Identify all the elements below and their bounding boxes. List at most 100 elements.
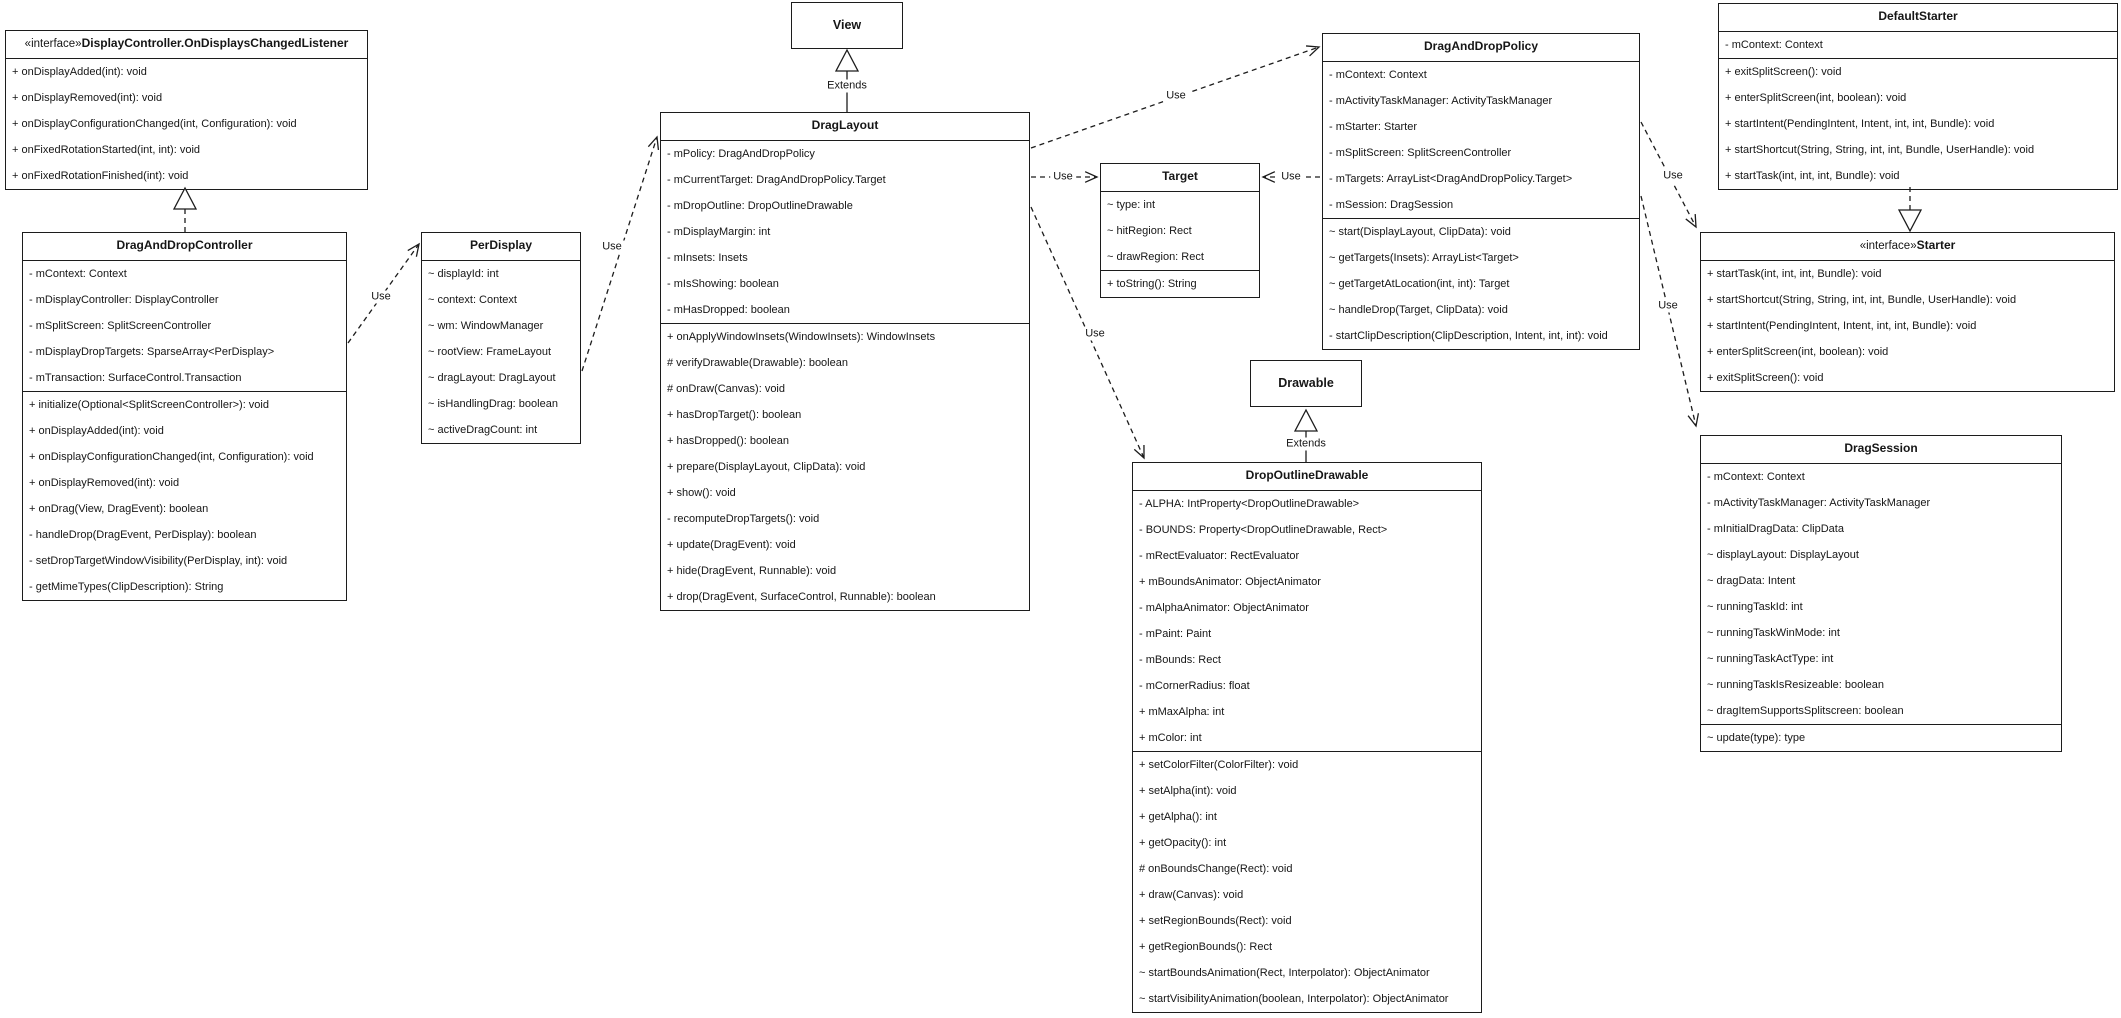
member-row: + startTask(int, int, int, Bundle): void (1725, 170, 1900, 182)
member-row: - mCurrentTarget: DragAndDropPolicy.Targ… (667, 174, 886, 186)
methods-compartment: + exitSplitScreen(): void+ enterSplitScr… (1719, 58, 2117, 189)
member-row: + hide(DragEvent, Runnable): void (667, 565, 837, 577)
methods-compartment: + setColorFilter(ColorFilter): void + set… (1133, 751, 1481, 1012)
member-row: + onDrag(View, DragEvent): boolean (29, 503, 209, 515)
member-row: - mActivityTaskManager: ActivityTaskMana… (1707, 497, 1931, 509)
open-arrowhead-icon (1133, 444, 1145, 460)
member-row: + show(): void (667, 487, 736, 499)
member-row: ~ startBoundsAnimation(Rect, Interpolato… (1139, 967, 1430, 979)
class-drag-and-drop-policy: DragAndDropPolicy- mContext: Context- mA… (1322, 33, 1640, 350)
member-row: ~ getTargets(Insets): ArrayList<Target> (1329, 252, 1519, 264)
methods-compartment: ~ displayId: int~ context: Context~ wm: … (422, 261, 580, 443)
class-title-drawable: Drawable (1251, 361, 1361, 406)
class-name: DefaultStarter (1878, 9, 1958, 23)
connector-label: Use (1050, 170, 1076, 184)
member-row: + onDisplayAdded(int): void (29, 425, 164, 437)
member-row: ~ runningTaskWinMode: int (1707, 627, 1840, 639)
connector-realize-defaultstarter-starter (1897, 187, 1923, 233)
member-row: ~ dragLayout: DragLayout (428, 372, 556, 384)
open-arrowhead-icon (1685, 213, 1697, 229)
member-row: + onDisplayRemoved(int): void (12, 92, 163, 104)
member-row: + getRegionBounds(): Rect (1139, 941, 1272, 953)
member-row: + onDisplayAdded(int): void (12, 66, 147, 78)
member-row: + update(DragEvent): void (667, 539, 796, 551)
hollow-triangle-arrowhead-icon (834, 48, 860, 72)
connector-label: Use (1278, 170, 1304, 184)
member-row: - mPaint: Paint (1139, 628, 1212, 640)
member-row: + hasDropped(): boolean (667, 435, 789, 447)
member-row: + startShortcut(String, String, int, int… (1725, 144, 2035, 156)
member-row: ~ rootView: FrameLayout (428, 346, 551, 358)
class-name: Drawable (1278, 376, 1334, 390)
member-row: - getMimeTypes(ClipDescription): String (29, 581, 224, 593)
member-row: + setColorFilter(ColorFilter): void (1139, 759, 1299, 771)
attributes-compartment: - mContext: Context (1719, 32, 2117, 58)
class-title-drag-session: DragSession (1701, 436, 2061, 464)
hollow-triangle-arrowhead-icon (172, 186, 198, 210)
member-row: + onFixedRotationFinished(int): void (12, 170, 189, 182)
connector-realize-controller-listener (172, 186, 198, 232)
member-row: ~ context: Context (428, 294, 517, 306)
class-title-drag-and-drop-policy: DragAndDropPolicy (1323, 34, 1639, 62)
member-row: - mStarter: Starter (1329, 121, 1418, 133)
stereotype-label: «interface» (24, 38, 82, 50)
member-row: - mContext: Context (1329, 69, 1427, 81)
member-row: - recomputeDropTargets(): void (667, 513, 820, 525)
member-row: + onDisplayConfigurationChanged(int, Con… (29, 451, 314, 463)
member-row: + prepare(DisplayLayout, ClipData): void (667, 461, 866, 473)
member-row: + enterSplitScreen(int, boolean): void (1725, 92, 1907, 104)
member-row: + onApplyWindowInsets(WindowInsets): Win… (667, 331, 936, 343)
member-row: + onDisplayConfigurationChanged(int, Con… (12, 118, 297, 130)
member-row: - mDisplayDropTargets: SparseArray<PerDi… (29, 346, 275, 358)
member-row: # onDraw(Canvas): void (667, 383, 785, 395)
stereotype-label: «interface» (1859, 240, 1917, 252)
member-row: - mCornerRadius: float (1139, 680, 1250, 692)
member-row: # verifyDrawable(Drawable): boolean (667, 357, 848, 369)
hollow-triangle-arrowhead-icon (1897, 209, 1923, 233)
member-row: + startTask(int, int, int, Bundle): void (1707, 268, 1882, 280)
class-name: PerDisplay (469, 238, 533, 252)
member-row: - setDropTargetWindowVisibility(PerDispl… (29, 555, 288, 567)
class-name: DragAndDropPolicy (1423, 39, 1538, 53)
member-row: - mSplitScreen: SplitScreenController (1329, 147, 1512, 159)
member-row: + toString(): String (1107, 278, 1197, 290)
member-row: - mContext: Context (1725, 39, 1823, 51)
connector-label: Extends (1283, 437, 1329, 451)
member-row: - mDisplayController: DisplayController (29, 294, 219, 306)
connector-extends-dropoutline-drawable (1293, 408, 1319, 462)
methods-compartment: ~ update(type): type (1701, 724, 2061, 751)
open-arrowhead-icon (407, 242, 420, 257)
class-name: DisplayController.OnDisplaysChangedListe… (81, 36, 349, 50)
methods-compartment: + onDisplayAdded(int): void + onDisplayRe… (6, 59, 367, 189)
member-row: ~ hitRegion: Rect (1107, 225, 1192, 237)
methods-compartment: + initialize(Optional<SplitScreenControl… (23, 391, 346, 600)
class-listener: «interface»DisplayController.OnDisplaysC… (5, 30, 368, 190)
class-starter: «interface»Starter + startTask(int, int, … (1700, 232, 2115, 392)
connector-use-perdisplay-draglayout (581, 135, 660, 372)
class-name: DragLayout (811, 118, 879, 132)
class-name: View (832, 18, 862, 32)
member-row: ~ drawRegion: Rect (1107, 251, 1204, 263)
member-row: ~ runningTaskId: int (1707, 601, 1803, 613)
member-row: - mInsets: Insets (667, 252, 748, 264)
connector-label: Use (1660, 169, 1686, 183)
class-name: Starter (1916, 238, 1956, 252)
methods-compartment: + startTask(int, int, int, Bundle): void… (1701, 261, 2114, 391)
member-row: + onFixedRotationStarted(int, int): void (12, 144, 201, 156)
member-row: + setRegionBounds(Rect): void (1139, 915, 1292, 927)
open-arrowhead-icon (1687, 413, 1700, 428)
class-title-drag-and-drop-controller: DragAndDropController (23, 233, 346, 261)
member-row: + mColor: int (1139, 732, 1202, 744)
class-target: Target~ type: int~ hitRegion: Rect~ draw… (1100, 163, 1260, 298)
class-title-view: View (792, 3, 902, 48)
member-row: - mHasDropped: boolean (667, 304, 790, 316)
class-name: DragAndDropController (116, 238, 253, 252)
member-row: + draw(Canvas): void (1139, 889, 1244, 901)
connector-label: Use (368, 290, 394, 304)
member-row: - handleDrop(DragEvent, PerDisplay): boo… (29, 529, 257, 541)
member-row: + startIntent(PendingIntent, Intent, int… (1707, 320, 1977, 332)
attributes-compartment: - mPolicy: DragAndDropPolicy- mCurrentTa… (661, 141, 1029, 323)
class-title-per-display: PerDisplay (422, 233, 580, 261)
member-row: + startShortcut(String, String, int, int… (1707, 294, 2017, 306)
